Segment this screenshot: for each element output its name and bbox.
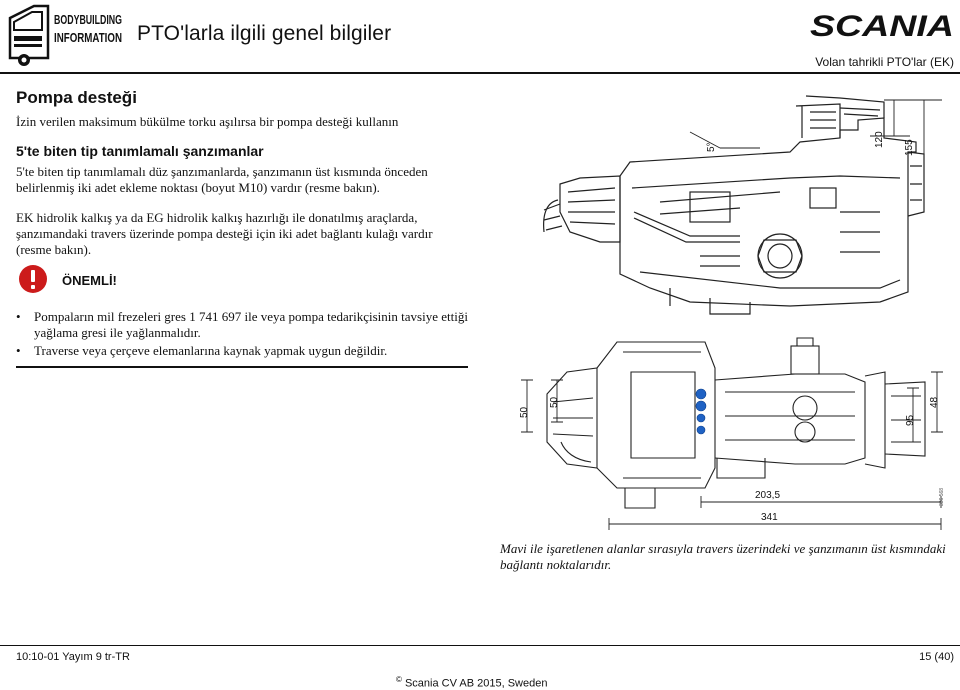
warning-icon bbox=[19, 265, 47, 293]
page-subtitle: Volan tahrikli PTO'lar (EK) bbox=[815, 55, 954, 69]
sub-heading: 5'te biten tip tanımlamalı şanzımanlar bbox=[16, 143, 264, 159]
footer-document-info: 10:10-01 Yayım 9 tr-TR bbox=[16, 651, 130, 663]
dim-5-deg: 5° bbox=[706, 142, 717, 152]
copyright: © Scania CV AB 2015, Sweden bbox=[396, 675, 547, 690]
scania-wordmark: SCANIA bbox=[810, 10, 954, 42]
bullet-icon: • bbox=[16, 309, 21, 324]
intro-text: İzin verilen maksimum bükülme torku aşıl… bbox=[16, 114, 399, 129]
paragraph-1: 5'te biten tip tanımlamalı düz şanzımanl… bbox=[16, 164, 428, 195]
list-item: • Pompaların mil frezeleri gres 1 741 69… bbox=[16, 309, 471, 341]
bullet-icon: • bbox=[16, 343, 21, 358]
dim-48: 48 bbox=[929, 396, 940, 408]
scania-logo: SCANIA bbox=[810, 10, 954, 42]
dim-50-left: 50 bbox=[519, 406, 530, 418]
gearbox-top-view-drawing: 50 50 95 48 203,5 341 bbox=[519, 337, 943, 530]
logo-line2: INFORMATION bbox=[54, 30, 122, 45]
attachment-points-highlight bbox=[695, 388, 707, 435]
figure-caption: Mavi ile işaretlenen alanlar sırasıyla t… bbox=[500, 541, 946, 572]
logo-line1: BODYBUILDING bbox=[54, 12, 122, 27]
drawing-id: 336 568 bbox=[939, 487, 945, 506]
copyright-text: Scania CV AB 2015, Sweden bbox=[404, 677, 548, 690]
dim-203-5: 203,5 bbox=[755, 490, 780, 501]
list-divider bbox=[16, 366, 468, 368]
bullet-text: Pompaların mil frezeleri gres 1 741 697 … bbox=[34, 309, 468, 340]
bullet-text: Traverse veya çerçeve elemanlarına kayna… bbox=[34, 343, 388, 358]
footer-divider bbox=[0, 645, 960, 646]
dim-120: 120 bbox=[874, 131, 885, 148]
header-divider bbox=[0, 72, 960, 74]
page-number: 15 (40) bbox=[919, 651, 954, 663]
section-title: Pompa desteği bbox=[16, 88, 137, 107]
dim-155: 155 bbox=[904, 139, 915, 156]
important-label: ÖNEMLİ! bbox=[62, 273, 117, 288]
dim-95: 95 bbox=[905, 414, 916, 426]
dim-50-right: 50 bbox=[549, 396, 560, 408]
page-title: PTO'larla ilgili genel bilgiler bbox=[137, 22, 392, 45]
dim-341: 341 bbox=[761, 512, 778, 523]
list-item: • Traverse veya çerçeve elemanlarına kay… bbox=[16, 343, 471, 359]
copyright-symbol: © bbox=[396, 675, 402, 684]
gearbox-side-view-drawing: 5° 120 155 bbox=[543, 95, 942, 315]
bodybuilding-information-logo: BODYBUILDING INFORMATION bbox=[8, 4, 122, 66]
paragraph-2: EK hidrolik kalkış ya da EG hidrolik kal… bbox=[16, 210, 433, 257]
